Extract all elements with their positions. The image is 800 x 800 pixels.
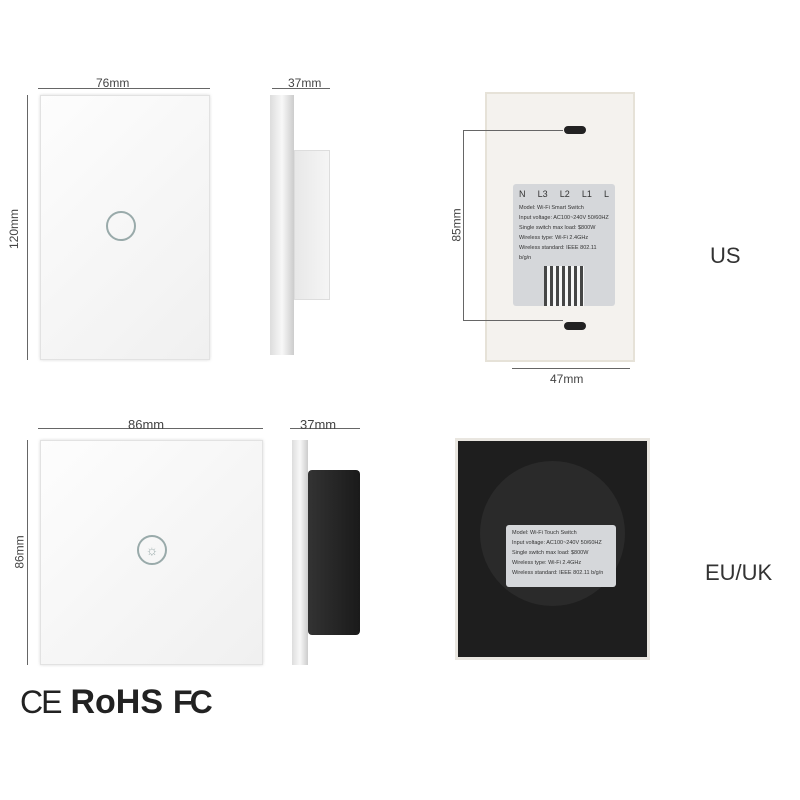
certification-logos: CE RoHS FC bbox=[20, 683, 213, 722]
us-height-label: 120mm bbox=[7, 208, 22, 250]
light-bulb-icon: ☼ bbox=[137, 535, 167, 565]
us-spec-label: N L3 L2 L1 L Model: Wi-Fi Smart Switch Input… bbox=[513, 184, 615, 306]
eu-region-label: EU/UK bbox=[705, 560, 773, 585]
eu-front-panel: ☼ bbox=[40, 440, 263, 665]
rohs-logo: RoHS bbox=[70, 683, 164, 721]
us-back-width-label: 47mm bbox=[550, 372, 584, 386]
eu-spec-label: Model: Wi-Fi Touch Switch Input voltage:… bbox=[506, 525, 616, 587]
us-side-panel bbox=[270, 95, 294, 355]
spec-line: Wireless standard: IEEE 802.11 b/g/n bbox=[519, 245, 597, 261]
us-back-height-line bbox=[463, 130, 464, 320]
terminal-label: L3 bbox=[537, 189, 548, 199]
eu-height-dimension-line bbox=[27, 440, 28, 665]
spec-line: Input voltage: AC100~240V 50/60HZ bbox=[519, 215, 609, 221]
fcc-logo: FC bbox=[173, 684, 213, 720]
spec-line: Single switch max load: $800W bbox=[512, 550, 589, 556]
spec-line: Wireless standard: IEEE 802.11 b/g/n bbox=[512, 570, 604, 576]
spec-line: Model: Wi-Fi Smart Switch bbox=[519, 205, 584, 211]
terminal-label: N bbox=[519, 189, 526, 199]
terminal-label: L2 bbox=[559, 189, 570, 199]
us-side-body bbox=[294, 150, 330, 300]
eu-width-label: 86mm bbox=[128, 417, 165, 432]
mount-slot bbox=[564, 322, 586, 330]
eu-back-panel: Model: Wi-Fi Touch Switch Input voltage:… bbox=[455, 438, 650, 660]
us-depth-label: 37mm bbox=[288, 76, 322, 90]
spec-line: Wireless type: Wi-Fi 2.4GHz bbox=[512, 560, 582, 566]
us-width-dimension-line bbox=[38, 88, 210, 89]
us-region-label: US bbox=[710, 243, 741, 268]
dimension-leader bbox=[463, 320, 563, 321]
mount-slot bbox=[564, 126, 586, 134]
eu-side-panel bbox=[292, 440, 308, 665]
eu-side-body bbox=[308, 470, 360, 635]
ce-logo: CE bbox=[20, 684, 62, 720]
us-width-label: 76mm bbox=[96, 76, 130, 90]
us-back-height-label: 85mm bbox=[449, 208, 464, 242]
us-back-width-line bbox=[512, 368, 630, 369]
spec-line: Input voltage: AC100~240V 50/60HZ bbox=[512, 540, 602, 546]
spec-line: Model: Wi-Fi Touch Switch bbox=[512, 530, 577, 536]
spec-line: Single switch max load: $800W bbox=[519, 225, 596, 231]
us-height-dimension-line bbox=[27, 95, 28, 360]
spec-line: Wireless type: Wi-Fi 2.4GHz bbox=[519, 235, 589, 241]
us-front-panel bbox=[40, 95, 210, 360]
eu-depth-dimension-line bbox=[290, 428, 360, 429]
qr-code bbox=[544, 266, 584, 306]
dimension-leader bbox=[463, 130, 563, 131]
us-depth-dimension-line bbox=[272, 88, 330, 89]
touch-button-icon bbox=[106, 211, 136, 241]
us-back-panel: N L3 L2 L1 L Model: Wi-Fi Smart Switch Input… bbox=[485, 92, 635, 362]
eu-depth-label: 37mm bbox=[300, 417, 337, 432]
terminal-label: L1 bbox=[581, 189, 592, 199]
terminal-label: L bbox=[603, 189, 609, 199]
eu-width-dimension-line bbox=[38, 428, 263, 429]
eu-height-label: 86mm bbox=[12, 535, 27, 569]
